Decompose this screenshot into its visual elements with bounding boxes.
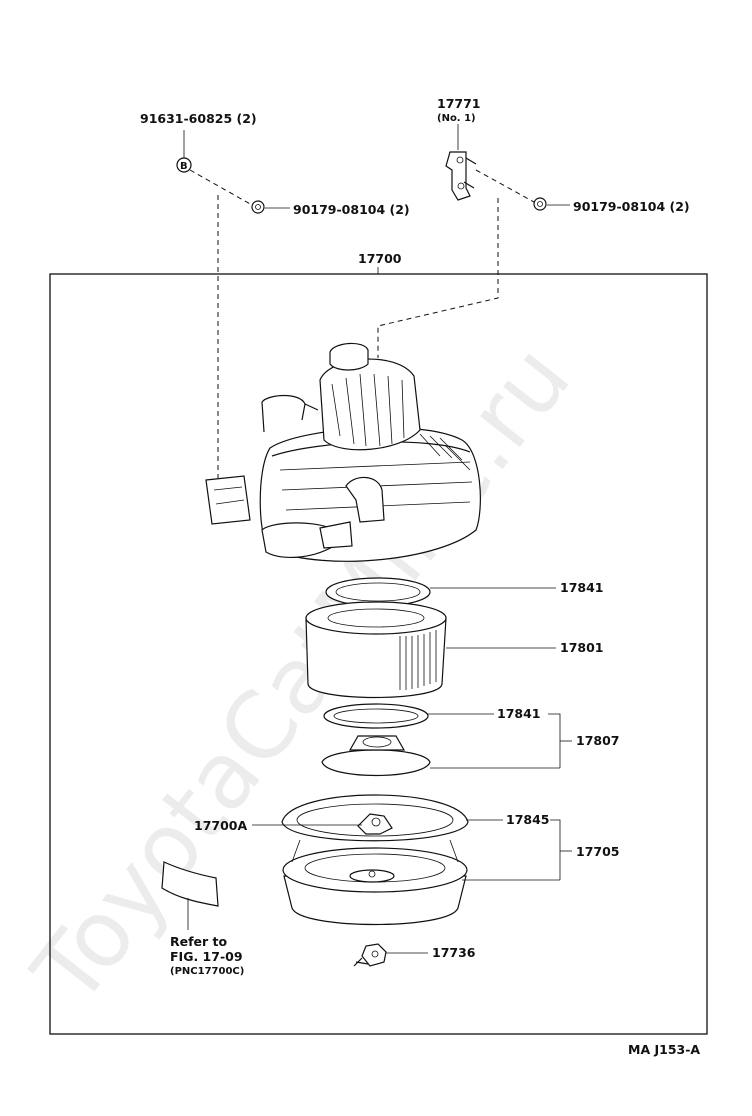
damper-knob-icon — [357, 813, 393, 835]
nut-icon-right — [533, 197, 547, 211]
label-nut-left: 90179-08104 (2) — [293, 202, 410, 217]
label-clip-17771: 17771 — [437, 96, 481, 111]
case-hub-icon — [349, 869, 395, 883]
seal-ring-lower — [323, 703, 429, 729]
label-nut-right: 90179-08104 (2) — [573, 199, 690, 214]
bolt-icon: B — [176, 157, 192, 173]
filter-element — [305, 601, 447, 699]
label-case-17705: 17705 — [576, 844, 620, 859]
label-sub-assembly-17807: 17807 — [576, 733, 620, 748]
reference-label-icon — [161, 861, 219, 907]
watermark: ToyotaCatMine.ru — [12, 326, 591, 1025]
blower-housing — [205, 342, 481, 562]
nut-icon-left — [251, 200, 265, 214]
label-filter-17801: 17801 — [560, 640, 604, 655]
refer-line-1: Refer to — [170, 934, 228, 949]
label-clip-qualifier: (No. 1) — [437, 113, 476, 124]
filter-cap — [321, 735, 431, 777]
label-clip-17736: 17736 — [432, 945, 476, 960]
clip-bracket-icon — [445, 151, 477, 201]
refer-line-3: (PNC17700C) — [170, 966, 244, 977]
label-seal-upper-17841: 17841 — [560, 580, 604, 595]
label-gasket-17845: 17845 — [506, 812, 550, 827]
clip-icon-bottom — [353, 943, 387, 967]
bolt-marker: B — [180, 161, 188, 172]
label-seal-lower-17841: 17841 — [497, 706, 541, 721]
label-assembly-17700: 17700 — [358, 251, 402, 266]
label-bolt-91631: 91631-60825 (2) — [140, 111, 257, 126]
assembly-frame — [49, 273, 708, 1035]
refer-line-2: FIG. 17-09 — [170, 949, 243, 964]
figure-code: MA J153-A — [628, 1042, 700, 1057]
label-damper-17700A: 17700A — [194, 818, 247, 833]
